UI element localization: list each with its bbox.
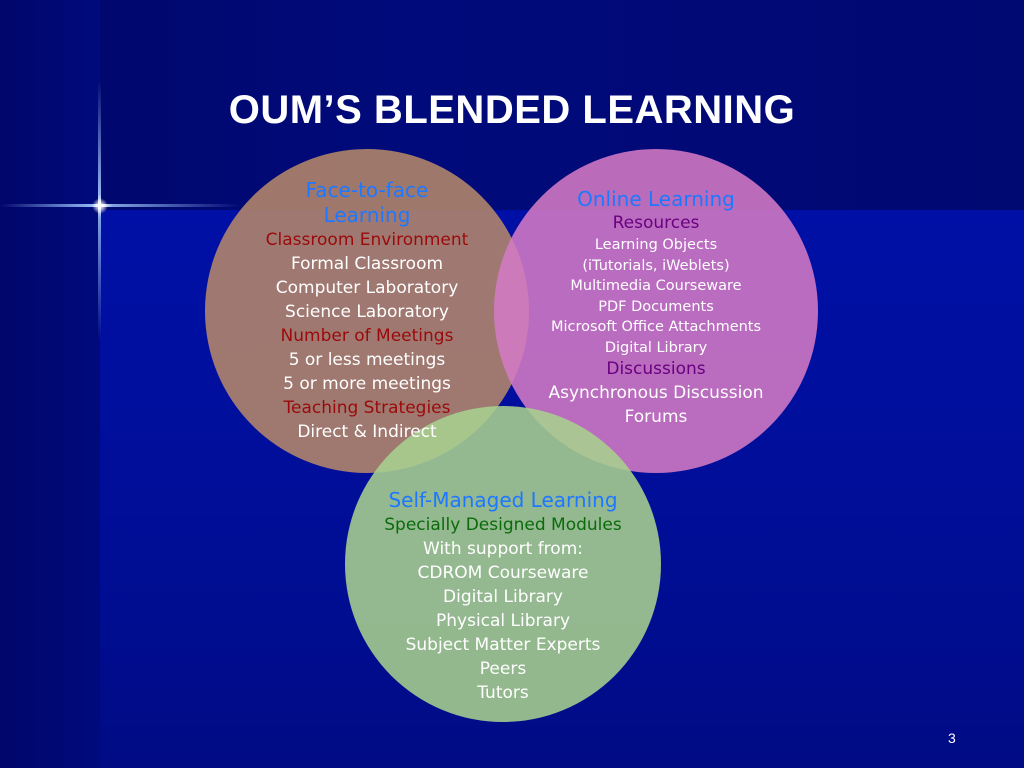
circle-list-item: Formal Classroom [290,254,444,274]
circle-list-item: Asynchronous Discussion [548,383,764,403]
circle-heading-line: Online Learning [577,187,735,211]
circle-list-item: PDF Documents [598,298,714,315]
circle-heading-line: Self-Managed Learning [388,488,618,512]
circle-subheading: Specially Designed Modules [384,515,622,535]
light-flare-horizontal [0,204,240,207]
self-managed-learning-text: Self-Managed Learning Specially Designed… [353,487,653,705]
circle-heading-line: Face-to-face [305,178,429,202]
circle-subheading: Classroom Environment [265,230,469,250]
circle-list-item: Forums [624,407,688,427]
light-flare-star-icon [92,198,108,214]
slide-title: OUM’S BLENDED LEARNING [228,88,796,132]
circle-list-item: Learning Objects [594,237,718,253]
circle-list-item: Tutors [477,683,529,703]
circle-list-item: With support from: [423,539,583,559]
circle-subheading: Teaching Strategies [283,398,451,418]
circle-list-item: Digital Library [443,587,563,607]
circle-heading-line: Learning [323,203,411,227]
circle-list-item: 5 or more meetings [283,374,451,394]
face-to-face-circle [205,149,529,473]
circle-list-item: Computer Laboratory [275,278,459,298]
circle-subheading: Resources [612,213,700,233]
self-managed-learning-heading: Self-Managed Learning [353,487,653,513]
circle-list-item: Science Laboratory [285,302,449,322]
circle-list-item: Peers [479,659,527,679]
circle-list-item: Physical Library [436,611,570,631]
page-number: 3 [948,730,956,746]
self-managed-learning-circle [345,406,661,722]
online-learning-circle [494,149,818,473]
circle-list-item: CDROM Courseware [417,563,589,583]
online-learning-heading: Online Learning [516,187,796,212]
circle-list-item: (iTutorials, iWeblets) [582,257,730,274]
circle-list-item: 5 or less meetings [288,350,446,370]
background-top-band [0,0,1024,210]
circle-list-item: Direct & Indirect [297,422,437,442]
circle-list-item: Multimedia Courseware [570,278,742,294]
circle-list-item: Microsoft Office Attachments [550,319,762,335]
circle-subheading: Number of Meetings [280,326,454,346]
background-left-band [0,0,100,768]
circle-list-item: Subject Matter Experts [405,635,601,655]
circle-list-item: Digital Library [604,339,708,356]
circle-subheading: Discussions [606,359,706,379]
